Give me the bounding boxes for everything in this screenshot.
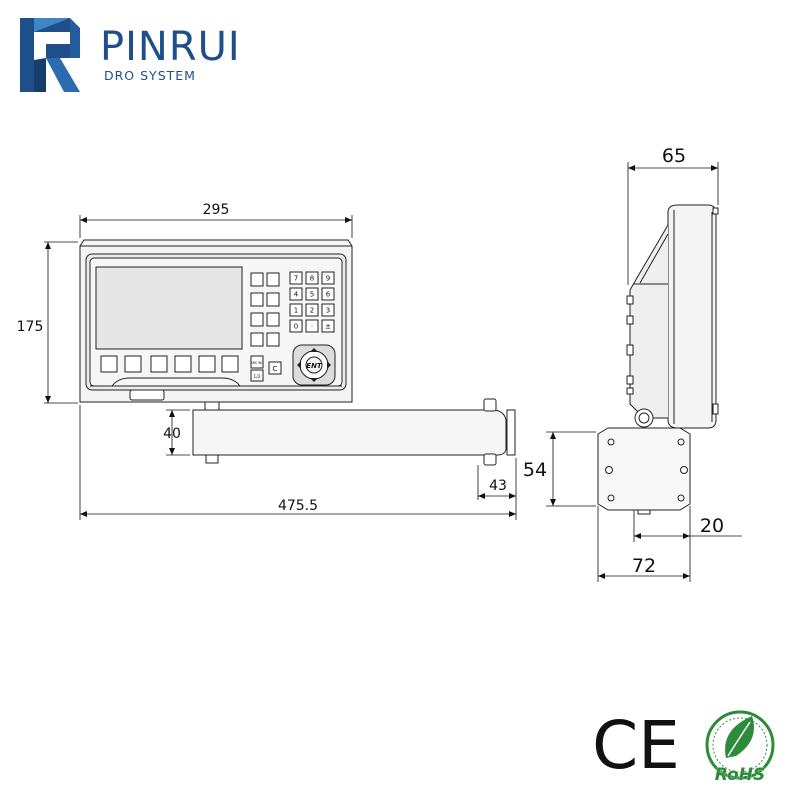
- front-view: [79, 239, 516, 466]
- clear-key: [268, 361, 282, 375]
- brand-tagline: DRO SYSTEM: [104, 68, 196, 83]
- pinrui-logo: PINRUI DRO SYSTEM: [20, 18, 241, 92]
- key-1: 1: [294, 307, 298, 315]
- key-clear-label: C: [273, 365, 278, 373]
- brand-name: PINRUI: [100, 24, 241, 70]
- dim-bracket-height: 54: [523, 459, 547, 481]
- key-dot: ·: [311, 323, 313, 331]
- axis-keys: [250, 272, 280, 347]
- side-view: [597, 204, 719, 515]
- key-5: 5: [310, 291, 314, 299]
- key-3: 3: [326, 307, 330, 315]
- dim-height: 175: [17, 319, 44, 335]
- dim-arm-height: 40: [163, 426, 181, 442]
- key-0: 0: [294, 323, 298, 331]
- key-4: 4: [294, 291, 299, 299]
- key-8: 8: [310, 275, 314, 283]
- dim-bracket-offset: 20: [700, 515, 724, 537]
- key-6: 6: [326, 291, 331, 299]
- dim-arm-offset: 43: [489, 478, 507, 494]
- mounting-arm: [192, 398, 516, 466]
- key-7: 7: [294, 275, 298, 283]
- dim-width: 295: [203, 202, 230, 218]
- key-9: 9: [326, 275, 330, 283]
- numeric-keypad: [289, 271, 335, 333]
- key-plus-minus: ±: [325, 323, 331, 331]
- keypad-labels: 7 8 9 4 5 6 1 2 3 0 · ± ENT C ABS INC 1/…: [251, 275, 332, 381]
- key-half-label: 1/2: [253, 374, 260, 380]
- dim-bracket-width: 72: [632, 555, 656, 577]
- lcd-screen: [95, 266, 243, 350]
- logo-mark-icon: [20, 18, 80, 92]
- side-dimensions: [546, 162, 742, 582]
- front-dimensions: [44, 215, 517, 520]
- ce-label: CE: [592, 707, 680, 784]
- key-2: 2: [310, 307, 314, 315]
- dim-total-length: 475.5: [278, 498, 318, 514]
- key-abs-inc-label: ABS INC: [251, 361, 265, 365]
- navigation-pad: [292, 344, 336, 386]
- ce-mark: CE: [592, 707, 680, 784]
- rohs-ring-icon: [705, 710, 775, 780]
- soft-keys: [100, 355, 239, 373]
- dim-side-depth: 65: [662, 145, 686, 167]
- abs-inc-key: [250, 355, 264, 369]
- rohs-label: RoHS: [715, 765, 765, 785]
- half-key: [250, 369, 264, 382]
- rohs-logo: RoHS: [705, 710, 775, 785]
- side-dimension-labels: 65 54 72 20: [523, 145, 724, 577]
- front-dimension-labels: 295 175 40 475.5 43: [17, 202, 507, 514]
- key-enter-label: ENT: [306, 362, 323, 370]
